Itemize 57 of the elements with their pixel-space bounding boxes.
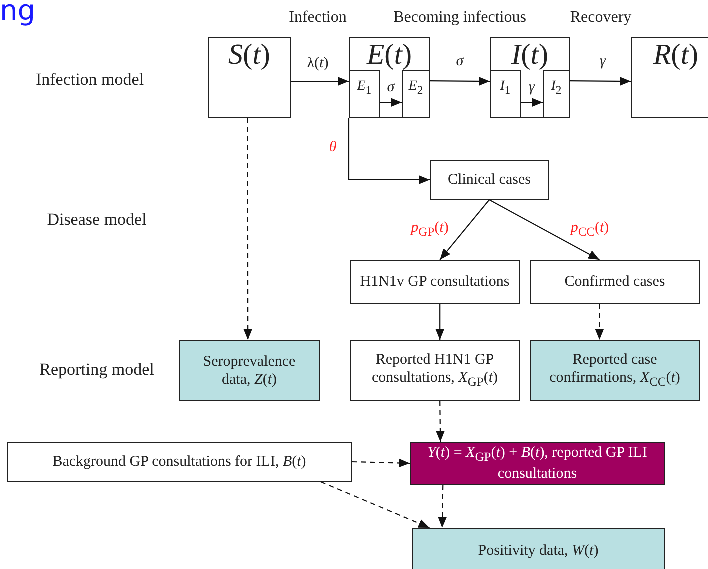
node-label: E$_{2}$ xyxy=(408,79,424,98)
process-box xyxy=(179,340,320,401)
arrow xyxy=(348,118,430,184)
row-label: Reporting model xyxy=(40,360,154,380)
node-label: Y(t) = X$_{GP}$(t) + B(t), reported GP ILI consultations xyxy=(426,444,648,483)
compartment-box xyxy=(349,37,430,118)
node-label: H1N1v GP consultations xyxy=(360,273,510,291)
arrow xyxy=(521,98,543,108)
arrow xyxy=(489,200,600,260)
compartment-box xyxy=(208,37,291,118)
compartment-box xyxy=(490,37,570,118)
row-label: Infection xyxy=(289,9,347,27)
process-box xyxy=(410,442,665,485)
node-label: Background GP consultations for ILI, B(t) xyxy=(52,453,306,471)
node-label: E(t) xyxy=(366,38,412,73)
process-box xyxy=(530,260,700,304)
arrow xyxy=(436,401,445,442)
process-box xyxy=(430,160,549,200)
process-box xyxy=(7,442,352,482)
sub-compartment-box xyxy=(402,70,430,118)
node-label: I$_{1}$ xyxy=(500,79,511,98)
node-label: Reported case confirmations, X$_{CC}$(t) xyxy=(548,351,682,390)
heading: ng xyxy=(0,0,36,27)
node-label: I(t) xyxy=(511,38,549,73)
sub-compartment-box xyxy=(349,70,380,118)
arrow xyxy=(436,304,445,340)
node-label: I$_{2}$ xyxy=(551,79,562,98)
row-label: Infection model xyxy=(36,70,144,90)
arrow xyxy=(380,98,402,108)
process-box xyxy=(350,260,520,304)
compartment-box xyxy=(631,37,708,118)
process-box xyxy=(530,340,700,401)
node-label: E$_{1}$ xyxy=(357,79,372,98)
node-label: S(t) xyxy=(228,38,270,73)
node-label: R(t) xyxy=(653,38,699,73)
row-label: Becoming infectious xyxy=(394,9,526,27)
arrow xyxy=(570,76,631,86)
process-box xyxy=(412,528,665,569)
arrow xyxy=(320,482,430,528)
node-label: Reported H1N1 GP consultations, X$_{GP}$(t) xyxy=(371,351,499,390)
arrow xyxy=(430,76,490,86)
row-label: Disease model xyxy=(47,210,147,230)
arrow xyxy=(291,77,349,86)
node-label: Clinical cases xyxy=(448,171,531,189)
arrow xyxy=(595,304,604,340)
node-label: Confirmed cases xyxy=(564,273,666,291)
edge-label: λ(t) xyxy=(305,56,331,72)
arrow xyxy=(440,200,490,260)
arrow xyxy=(438,485,448,528)
row-label: Recovery xyxy=(570,9,632,27)
node-label: Positivity data, W(t) xyxy=(478,542,599,560)
sub-compartment-box xyxy=(490,70,521,118)
process-box xyxy=(350,340,520,401)
node-label: Seroprevalence data, Z(t) xyxy=(202,352,297,388)
arrow xyxy=(244,118,253,340)
sub-compartment-box xyxy=(543,70,570,118)
arrow xyxy=(352,458,410,468)
